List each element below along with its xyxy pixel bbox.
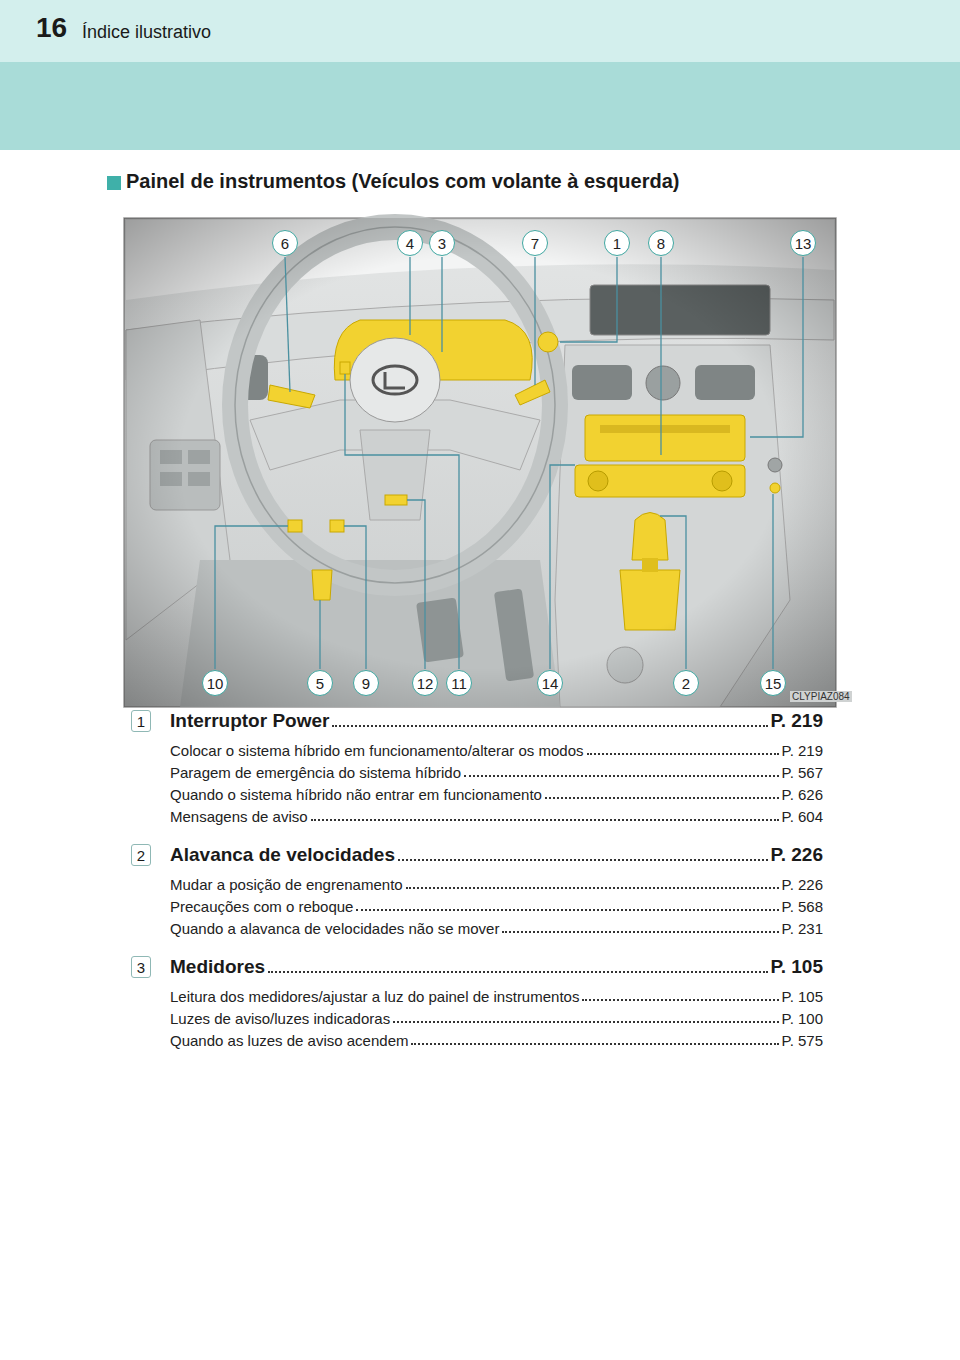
callout-number: 6: [272, 230, 298, 256]
entry-title: Medidores: [170, 955, 265, 979]
callout-number: 12: [412, 670, 438, 696]
page-reference: P. 231: [782, 919, 823, 939]
entry-heading-row: Interruptor Power P. 219: [170, 709, 823, 733]
callout-number: 9: [353, 670, 379, 696]
callout-number: 5: [307, 670, 333, 696]
callout-number: 1: [604, 230, 630, 256]
page-reference: P. 626: [782, 785, 823, 805]
dot-leader: [398, 859, 768, 861]
page-reference: P. 567: [782, 763, 823, 783]
entry-number: 1: [131, 710, 151, 732]
callout-number: 2: [673, 670, 699, 696]
image-code: CLYPIAZ084: [790, 691, 852, 702]
page-reference: P. 226: [771, 843, 823, 867]
page-reference: P. 219: [771, 709, 823, 733]
dot-leader: [393, 1021, 778, 1023]
entry-sub-row: Luzes de aviso/luzes indicadoras P. 100: [170, 1009, 823, 1029]
callout-number: 8: [648, 230, 674, 256]
page-number: 16: [36, 12, 67, 44]
callout-number: 7: [522, 230, 548, 256]
dot-leader: [502, 931, 778, 933]
page-reference: P. 568: [782, 897, 823, 917]
entry-title: Alavanca de velocidades: [170, 843, 395, 867]
entry-topic: Luzes de aviso/luzes indicadoras: [170, 1009, 390, 1029]
entry-topic: Quando a alavanca de velocidades não se …: [170, 919, 499, 939]
entry-number: 2: [131, 844, 151, 866]
entry-topic: Quando o sistema híbrido não entrar em f…: [170, 785, 542, 805]
dot-leader: [545, 797, 779, 799]
header-band: 16 Índice ilustrativo: [0, 0, 960, 62]
heading-bullet: [107, 176, 121, 190]
callout-number: 15: [760, 670, 786, 696]
dot-leader: [411, 1043, 778, 1045]
page-reference: P. 105: [782, 987, 823, 1007]
page-reference: P. 219: [782, 741, 823, 761]
entry-topic: Quando as luzes de aviso acendem: [170, 1031, 408, 1051]
page-reference: P. 575: [782, 1031, 823, 1051]
callout-number: 13: [790, 230, 816, 256]
entry-heading-row: Medidores P. 105: [170, 955, 823, 979]
entry-topic: Mudar a posição de engrenamento: [170, 875, 403, 895]
entry-topic: Leitura dos medidores/ajustar a luz do p…: [170, 987, 579, 1007]
callout-number: 10: [202, 670, 228, 696]
callout-number: 14: [537, 670, 563, 696]
running-header: Índice ilustrativo: [82, 22, 211, 43]
page-reference: P. 226: [782, 875, 823, 895]
dashboard-illustration: [124, 218, 836, 707]
leader-lines: [215, 257, 803, 669]
entry-sub-row: Precauções com o reboque P. 568: [170, 897, 823, 917]
entry-title: Interruptor Power: [170, 709, 329, 733]
page-reference: P. 604: [782, 807, 823, 827]
dot-leader: [464, 775, 779, 777]
dot-leader: [311, 819, 779, 821]
entry-topic: Precauções com o reboque: [170, 897, 353, 917]
callout-number: 3: [429, 230, 455, 256]
entry-sub-row: Mudar a posição de engrenamento P. 226: [170, 875, 823, 895]
entry-topic: Mensagens de aviso: [170, 807, 308, 827]
dot-leader: [332, 725, 767, 727]
dot-leader: [406, 887, 779, 889]
dot-leader: [356, 909, 778, 911]
page-reference: P. 105: [771, 955, 823, 979]
callout-number: 4: [397, 230, 423, 256]
dot-leader: [587, 753, 779, 755]
callout-number: 11: [446, 670, 472, 696]
entry-topic: Colocar o sistema híbrido em funcionamen…: [170, 741, 584, 761]
entry-sub-row: Quando as luzes de aviso acendem P. 575: [170, 1031, 823, 1051]
entry-heading-row: Alavanca de velocidades P. 226: [170, 843, 823, 867]
entry-number: 3: [131, 956, 151, 978]
entry-sub-row: Paragem de emergência do sistema híbrido…: [170, 763, 823, 783]
section-heading: Painel de instrumentos (Veículos com vol…: [126, 170, 680, 193]
dot-leader: [268, 971, 767, 973]
dot-leader: [582, 999, 778, 1001]
entry-sub-row: Mensagens de aviso P. 604: [170, 807, 823, 827]
entry-sub-row: Quando o sistema híbrido não entrar em f…: [170, 785, 823, 805]
entry-sub-row: Colocar o sistema híbrido em funcionamen…: [170, 741, 823, 761]
entry-sub-row: Quando a alavanca de velocidades não se …: [170, 919, 823, 939]
page-reference: P. 100: [782, 1009, 823, 1029]
entry-topic: Paragem de emergência do sistema híbrido: [170, 763, 461, 783]
header-band: [0, 62, 960, 150]
entry-sub-row: Leitura dos medidores/ajustar a luz do p…: [170, 987, 823, 1007]
